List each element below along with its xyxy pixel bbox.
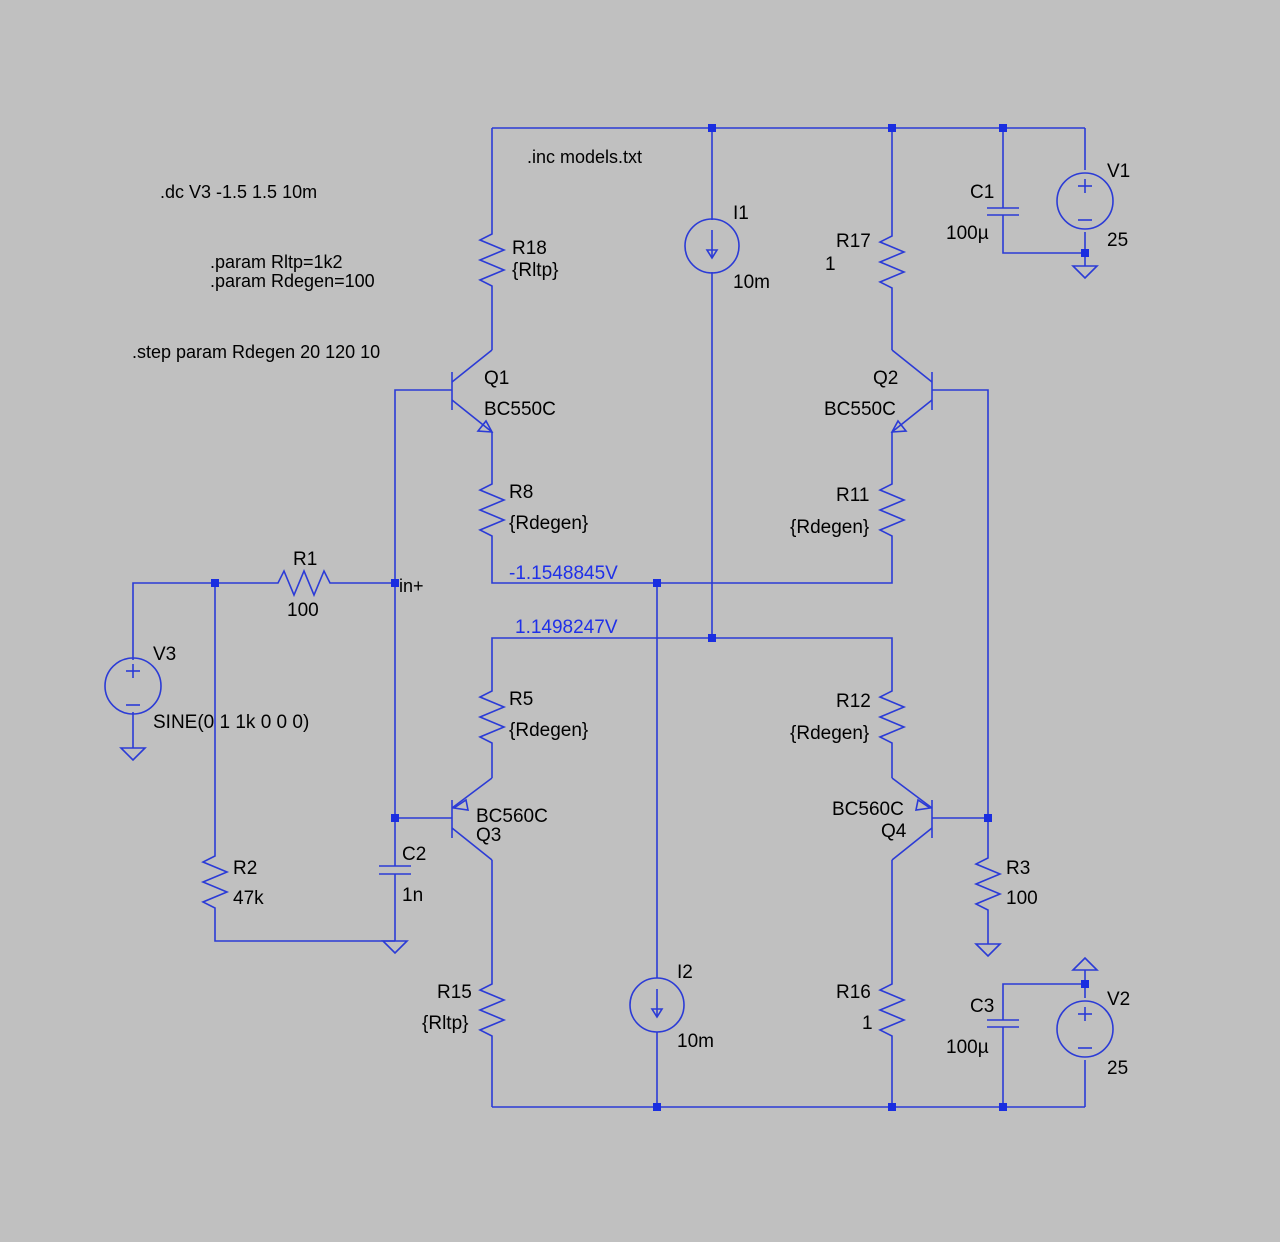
r8-symbol [477,478,507,540]
q1-symbol [451,349,494,433]
ground-v1 [1071,265,1099,280]
current-source-symbols [629,218,740,1033]
v3-symbol [104,657,162,715]
c1-name: C1 [970,182,995,203]
capacitor-symbols [379,200,1019,1030]
c3-name: C3 [970,996,995,1017]
r16-name: R16 [836,982,871,1003]
i2-name: I2 [677,962,693,983]
r8-name: R8 [509,482,534,503]
wires [132,127,1086,1108]
step-directive[interactable]: .step param Rdegen 20 120 10 [132,342,381,362]
r12-name: R12 [836,691,871,712]
q2-name: Q2 [873,368,899,389]
v2-value: 25 [1107,1058,1129,1079]
v2-symbol [1056,1000,1114,1058]
q4-symbol [891,777,933,861]
q3-name: Q3 [476,825,502,846]
r15-value: {Rltp} [422,1013,469,1034]
r12-value: {Rdegen} [790,723,870,744]
param-rdegen-directive[interactable]: .param Rdegen=100 [210,271,375,291]
junction-dots [211,124,1089,1111]
r1-symbol [272,568,334,598]
r17-symbol [877,230,907,290]
v3-name: V3 [153,644,177,665]
q2-symbol [890,349,933,433]
r18-name: R18 [512,238,547,259]
r3-symbol [973,852,1003,914]
voltage-source-symbols [104,172,1114,1058]
r5-symbol [477,685,507,748]
v1-name: V1 [1107,161,1131,182]
q3-model: BC560C [476,806,548,827]
inc-directive[interactable]: .inc models.txt [527,147,643,167]
i1-value: 10m [733,272,770,293]
param-rltp-directive[interactable]: .param Rltp=1k2 [210,252,343,272]
r15-symbol [477,978,507,1040]
r17-name: R17 [836,231,871,252]
r18-value: {Rltp} [512,260,559,281]
dc-directive[interactable]: .dc V3 -1.5 1.5 10m [160,182,318,202]
ground-v3 [119,747,147,762]
r2-symbol [200,850,230,912]
v2-name: V2 [1107,989,1131,1010]
r5-value: {Rdegen} [509,720,589,741]
i1-name: I1 [733,203,749,224]
r11-symbol [877,478,907,540]
c2-name: C2 [402,844,427,865]
r18-symbol [477,228,507,290]
q4-model: BC560C [832,799,904,820]
v1-value: 25 [1107,230,1129,251]
r16-value: 1 [862,1013,873,1034]
v1-symbol [1056,172,1114,230]
transistor-symbols [451,349,933,861]
i2-symbol [629,977,685,1033]
r8-value: {Rdegen} [509,513,589,534]
q1-model: BC550C [484,399,556,420]
r3-name: R3 [1006,858,1031,879]
r2-name: R2 [233,858,258,879]
r3-value: 100 [1006,888,1038,909]
voltage-lower-node: 1.1498247V [515,617,618,638]
i2-value: 10m [677,1031,714,1052]
r17-value: 1 [825,254,836,275]
q4-name: Q4 [881,821,907,842]
ground-c2 [381,940,409,955]
i1-symbol [684,218,740,274]
r16-symbol [877,978,907,1040]
r11-value: {Rdegen} [790,517,870,538]
r1-name: R1 [293,549,318,570]
r11-name: R11 [836,485,870,506]
r1-value: 100 [287,600,319,621]
ground-r3 [974,943,1002,958]
ground-symbols [119,265,1099,971]
c3-value: 100µ [946,1037,989,1058]
q3-symbol [451,777,493,861]
r2-value: 47k [233,888,264,909]
c2-value: 1n [402,885,424,906]
q2-model: BC550C [824,399,896,420]
voltage-upper-node: -1.1548845V [509,563,618,584]
ground-v2 [1071,956,1099,971]
r12-symbol [877,685,907,748]
resistor-symbols [200,228,1003,1040]
net-label-in-plus: in+ [399,576,424,596]
v3-value: SINE(0 1 1k 0 0 0) [153,712,310,733]
r15-name: R15 [437,982,472,1003]
r5-name: R5 [509,689,534,710]
c1-value: 100µ [946,223,989,244]
q1-name: Q1 [484,368,510,389]
